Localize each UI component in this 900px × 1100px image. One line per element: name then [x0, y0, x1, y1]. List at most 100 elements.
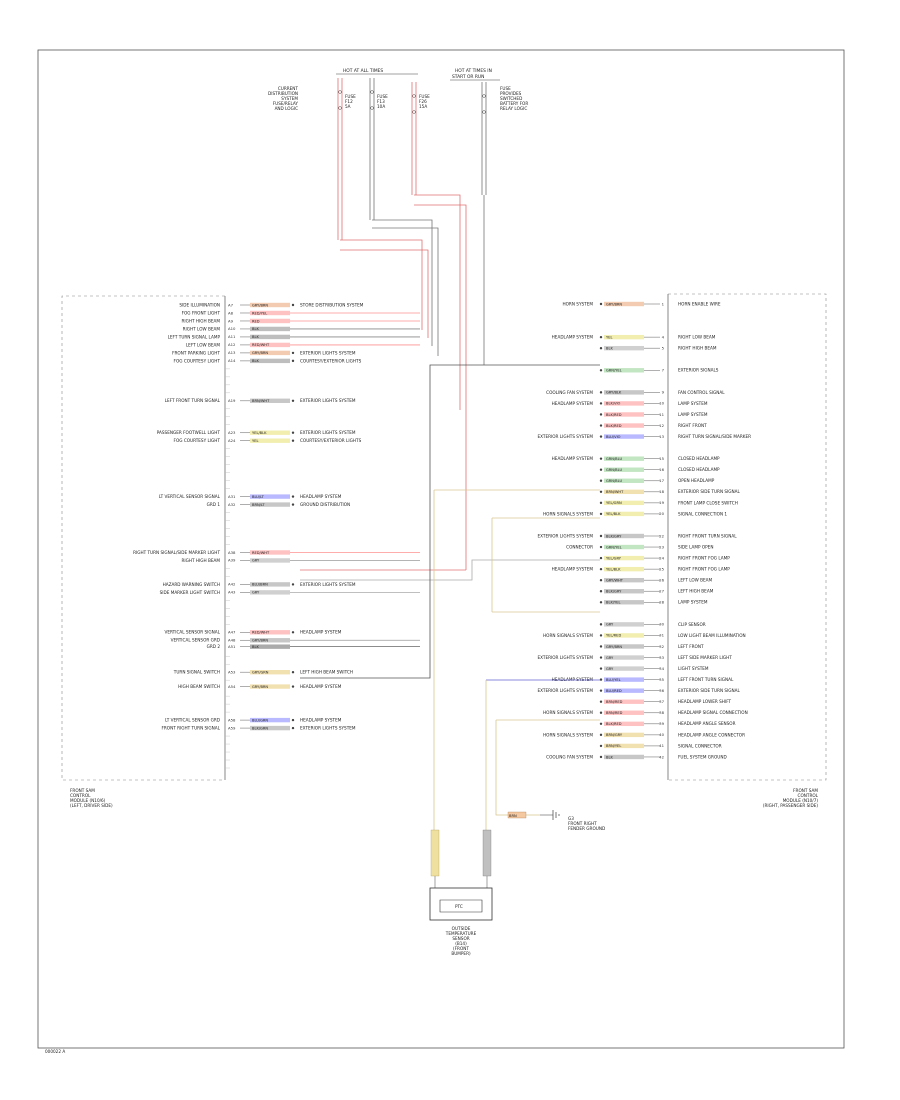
- fuse-symbol: [412, 110, 416, 114]
- sensor-name: OUTSIDETEMPERATURESENSOR(B14)(FRONTBUMPE…: [445, 926, 477, 956]
- wire-color-label: YEL/BLK: [252, 431, 267, 435]
- fuse-relay-desc-line: DISTRIBUTION: [268, 91, 298, 96]
- pin-source-label: EXTERIOR LIGHTS SYSTEM: [537, 533, 593, 538]
- connector-dot: [291, 503, 295, 506]
- connector-dot: [599, 755, 603, 759]
- wire-color-tag: [250, 644, 290, 649]
- wire-color-tag: [604, 334, 644, 340]
- wire-color-tag: [604, 412, 644, 417]
- pin-destination-label: HEADLAMP SYSTEM: [300, 718, 342, 723]
- wire-color-label: YEL: [252, 439, 258, 443]
- connector-dot: [599, 656, 603, 659]
- wire-color-tag: [604, 622, 644, 627]
- pin-source-label: HEADLAMP SYSTEM: [552, 677, 594, 682]
- wire-color-tag: [250, 398, 290, 403]
- wire-color-tag: [604, 677, 644, 682]
- pin-number: 25: [659, 566, 664, 571]
- pin-function-label: TURN SIGNAL SWITCH: [173, 670, 220, 675]
- pin-function-label: FUEL SYSTEM GROUND: [678, 754, 727, 759]
- connector-dot: [599, 501, 603, 505]
- pin-function-label: LT VERTICAL SENSOR SIGNAL: [159, 494, 221, 499]
- pin-function-label: HORN ENABLE WIRE: [678, 301, 721, 306]
- pin-number: 10: [659, 401, 664, 406]
- pin-number: 15: [659, 456, 664, 461]
- pin-source-label: HEADLAMP SYSTEM: [552, 567, 594, 572]
- fuse-relay-desc-line: CURRENT: [278, 86, 299, 91]
- connector-dot: [599, 512, 603, 516]
- sensor-name-line: SENSOR: [452, 936, 469, 941]
- pin-function-label: LEFT LOW BEAM: [678, 578, 713, 583]
- connector-dot: [599, 567, 603, 571]
- wire-color-tag: [604, 710, 644, 715]
- pin-function-label: LEFT SIDE MARKER LIGHT: [678, 655, 732, 660]
- fuse-symbol: [338, 106, 342, 110]
- pin-number: A13: [228, 350, 236, 355]
- wire-color-tag: [604, 732, 644, 738]
- pin-number: A11: [228, 334, 236, 339]
- right-module-name-line: FRONT SAM: [793, 788, 818, 793]
- pin-number: 34: [659, 666, 664, 671]
- connector-dot: [291, 303, 295, 307]
- pin-function-label: HIGH BEAM SWITCH: [178, 684, 220, 689]
- wire-color-label: BLU/RED: [606, 689, 622, 693]
- pin-function-label: RIGHT FRONT TURN SIGNAL: [678, 533, 737, 538]
- fuse-symbol: [338, 90, 342, 94]
- connector-dot: [599, 402, 603, 405]
- pin-number: A38: [228, 550, 236, 555]
- pin-number: A42: [228, 582, 236, 587]
- wire-color-tag: [604, 566, 644, 572]
- connector-dot: [599, 479, 603, 482]
- right-module-name-line: CONTROL: [798, 793, 819, 798]
- wire-color-tag: [250, 358, 290, 364]
- pin-number: 1: [662, 301, 665, 306]
- hot-at-times-label: HOT AT TIMES IN: [455, 68, 492, 74]
- wire-color-label: GRY/BRN: [252, 351, 268, 355]
- wire-color-tag: [250, 302, 290, 308]
- fuse-symbol: [482, 94, 486, 98]
- wire-color-tag: [604, 301, 644, 307]
- pin-number: 4: [662, 334, 665, 339]
- pin-function-label: FRONT RIGHT TURN SIGNAL: [161, 725, 220, 730]
- connector-dot: [599, 678, 603, 681]
- pin-source-label: HORN SIGNALS SYSTEM: [543, 511, 593, 516]
- wire-color-label: BLK/RED: [606, 722, 622, 726]
- cross-routing-wires: [300, 364, 600, 840]
- top-power-labels: HOT AT ALL TIMES HOT AT TIMES IN START O…: [268, 68, 528, 111]
- wire-color-tag: [604, 633, 644, 638]
- pin-function-label: RIGHT FRONT: [678, 423, 707, 428]
- connector-dot: [291, 718, 295, 722]
- svg-text:BRN: BRN: [509, 814, 517, 818]
- wire-color-label: YEL/BLK: [606, 512, 621, 516]
- connector-dot: [599, 335, 603, 339]
- wire-color-tag: [604, 500, 644, 506]
- wire-color-label: YEL/BLK: [606, 567, 621, 571]
- wire-color-label: GRN/YEL: [606, 545, 622, 549]
- pin-number: 40: [659, 732, 664, 737]
- connector-dot: [291, 631, 295, 634]
- connector-dot: [599, 645, 603, 648]
- pin-function-label: SIDE ILLUMINATION: [179, 302, 220, 307]
- left-module-outline: [61, 295, 225, 781]
- ground-label-line: G3: [568, 816, 574, 821]
- pin-number: 27: [659, 589, 664, 594]
- pin-function-label: SIGNAL CONNECTION 1: [678, 511, 727, 516]
- pin-number: 35: [659, 677, 664, 682]
- wire-color-label: BLK/RED: [606, 424, 622, 428]
